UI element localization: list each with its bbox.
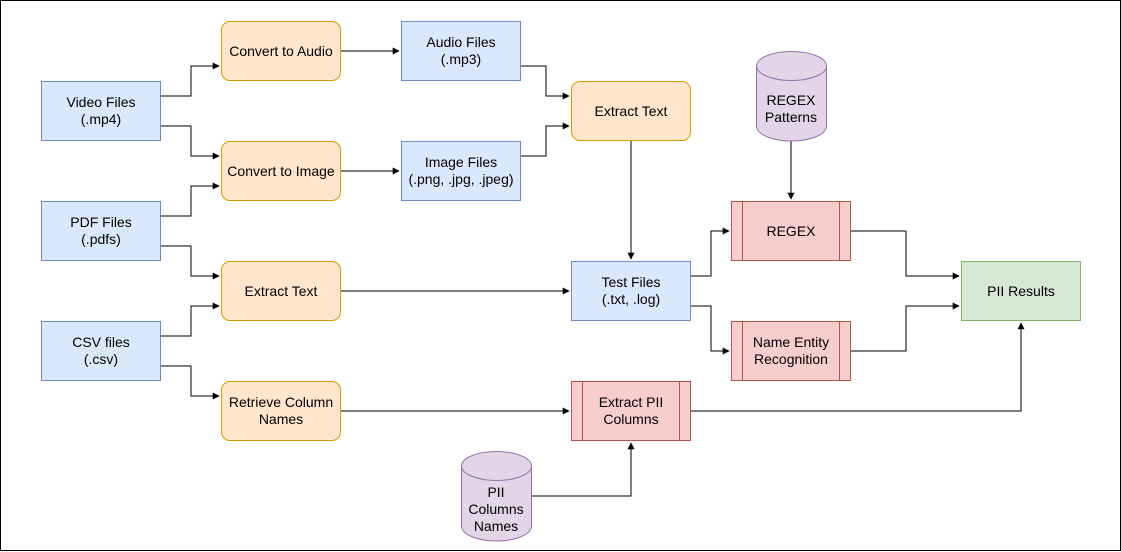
node-label-line: Image Files bbox=[424, 154, 498, 170]
edge-audio-files-to-extract-text bbox=[521, 65, 570, 100]
node-label-line: Patterns bbox=[764, 109, 818, 125]
csv-files-node: CSV files(.csv) bbox=[41, 321, 161, 381]
node-label-line: PII bbox=[487, 484, 505, 500]
node-label-line: Columns bbox=[468, 501, 524, 517]
node-label-line: Video Files bbox=[66, 94, 136, 110]
node-label-line: CSV files bbox=[72, 334, 130, 350]
node-label-line: Extract Text bbox=[594, 102, 668, 119]
node-label-line: REGEX bbox=[766, 222, 816, 239]
pdf-files-node: PDF Files(.pdfs) bbox=[41, 201, 161, 261]
edge-image-files-to-extract-text bbox=[521, 122, 570, 157]
node-label-line: REGEX bbox=[766, 92, 816, 108]
edge-video-to-convert-audio bbox=[161, 62, 220, 97]
node-label-line: Test Files bbox=[601, 274, 661, 290]
cylinder-icon bbox=[461, 451, 532, 542]
edge-pdf-to-extract-text bbox=[161, 245, 220, 280]
edge-ner-to-pii-results bbox=[851, 302, 960, 352]
node-label-line: Convert to Audio bbox=[229, 42, 333, 59]
pii-column-names-store: PII Columns Names bbox=[461, 451, 532, 542]
convert-to-audio-node: Convert to Audio bbox=[221, 21, 341, 81]
edge-test-files-to-regex bbox=[691, 227, 730, 277]
node-label-line: PII Results bbox=[987, 282, 1055, 299]
edge-extract-pii-columns-to-pii-results bbox=[691, 322, 1025, 412]
node-label-line: Names bbox=[473, 518, 519, 534]
node-label-line: PDF Files bbox=[70, 214, 132, 230]
node-label-line: Extract PII bbox=[598, 394, 664, 410]
regex-patterns-store: REGEX Patterns bbox=[756, 51, 827, 142]
edge-pdf-to-convert-image bbox=[161, 182, 220, 217]
edge-pii-column-names-to-extract-pii-columns bbox=[531, 442, 635, 497]
test-files-node: Test Files(.txt, .log) bbox=[571, 261, 691, 321]
edge-csv-to-retrieve-columns bbox=[161, 365, 220, 400]
node-label-line: Name Entity bbox=[752, 334, 830, 350]
node-label-line: (.txt, .log) bbox=[601, 291, 661, 307]
extract-text-left-node: Extract Text bbox=[221, 261, 341, 321]
pii-results-node: PII Results bbox=[961, 261, 1081, 321]
convert-to-image-node: Convert to Image bbox=[221, 141, 341, 201]
regex-node: REGEX bbox=[731, 201, 851, 261]
node-label-line: Audio Files bbox=[426, 34, 496, 50]
edge-test-files-to-ner bbox=[691, 305, 730, 355]
cylinder-icon bbox=[756, 51, 827, 142]
node-label-line: Recognition bbox=[754, 351, 828, 367]
node-label-line: Columns bbox=[603, 411, 659, 427]
audio-files-node: Audio Files(.mp3) bbox=[401, 21, 521, 81]
node-label-line: Extract Text bbox=[244, 282, 318, 299]
node-label-line: (.mp4) bbox=[80, 111, 122, 127]
edge-regex-to-pii-results bbox=[851, 230, 960, 280]
node-label-line: (.mp3) bbox=[440, 51, 482, 67]
video-files-node: Video Files(.mp4) bbox=[41, 81, 161, 141]
node-label-line: (.csv) bbox=[83, 351, 119, 367]
edge-csv-to-extract-text bbox=[161, 302, 220, 337]
image-files-node: Image Files(.png, .jpg, .jpeg) bbox=[401, 141, 521, 201]
edge-video-to-convert-image bbox=[161, 125, 220, 160]
node-label-line: Names bbox=[258, 411, 304, 427]
node-label-line: Convert to Image bbox=[227, 162, 335, 179]
extract-text-top-node: Extract Text bbox=[571, 81, 691, 141]
node-label-line: (.png, .jpg, .jpeg) bbox=[408, 171, 514, 187]
node-label-line: (.pdfs) bbox=[81, 231, 121, 247]
node-label-line: Retrieve Column bbox=[228, 394, 334, 410]
